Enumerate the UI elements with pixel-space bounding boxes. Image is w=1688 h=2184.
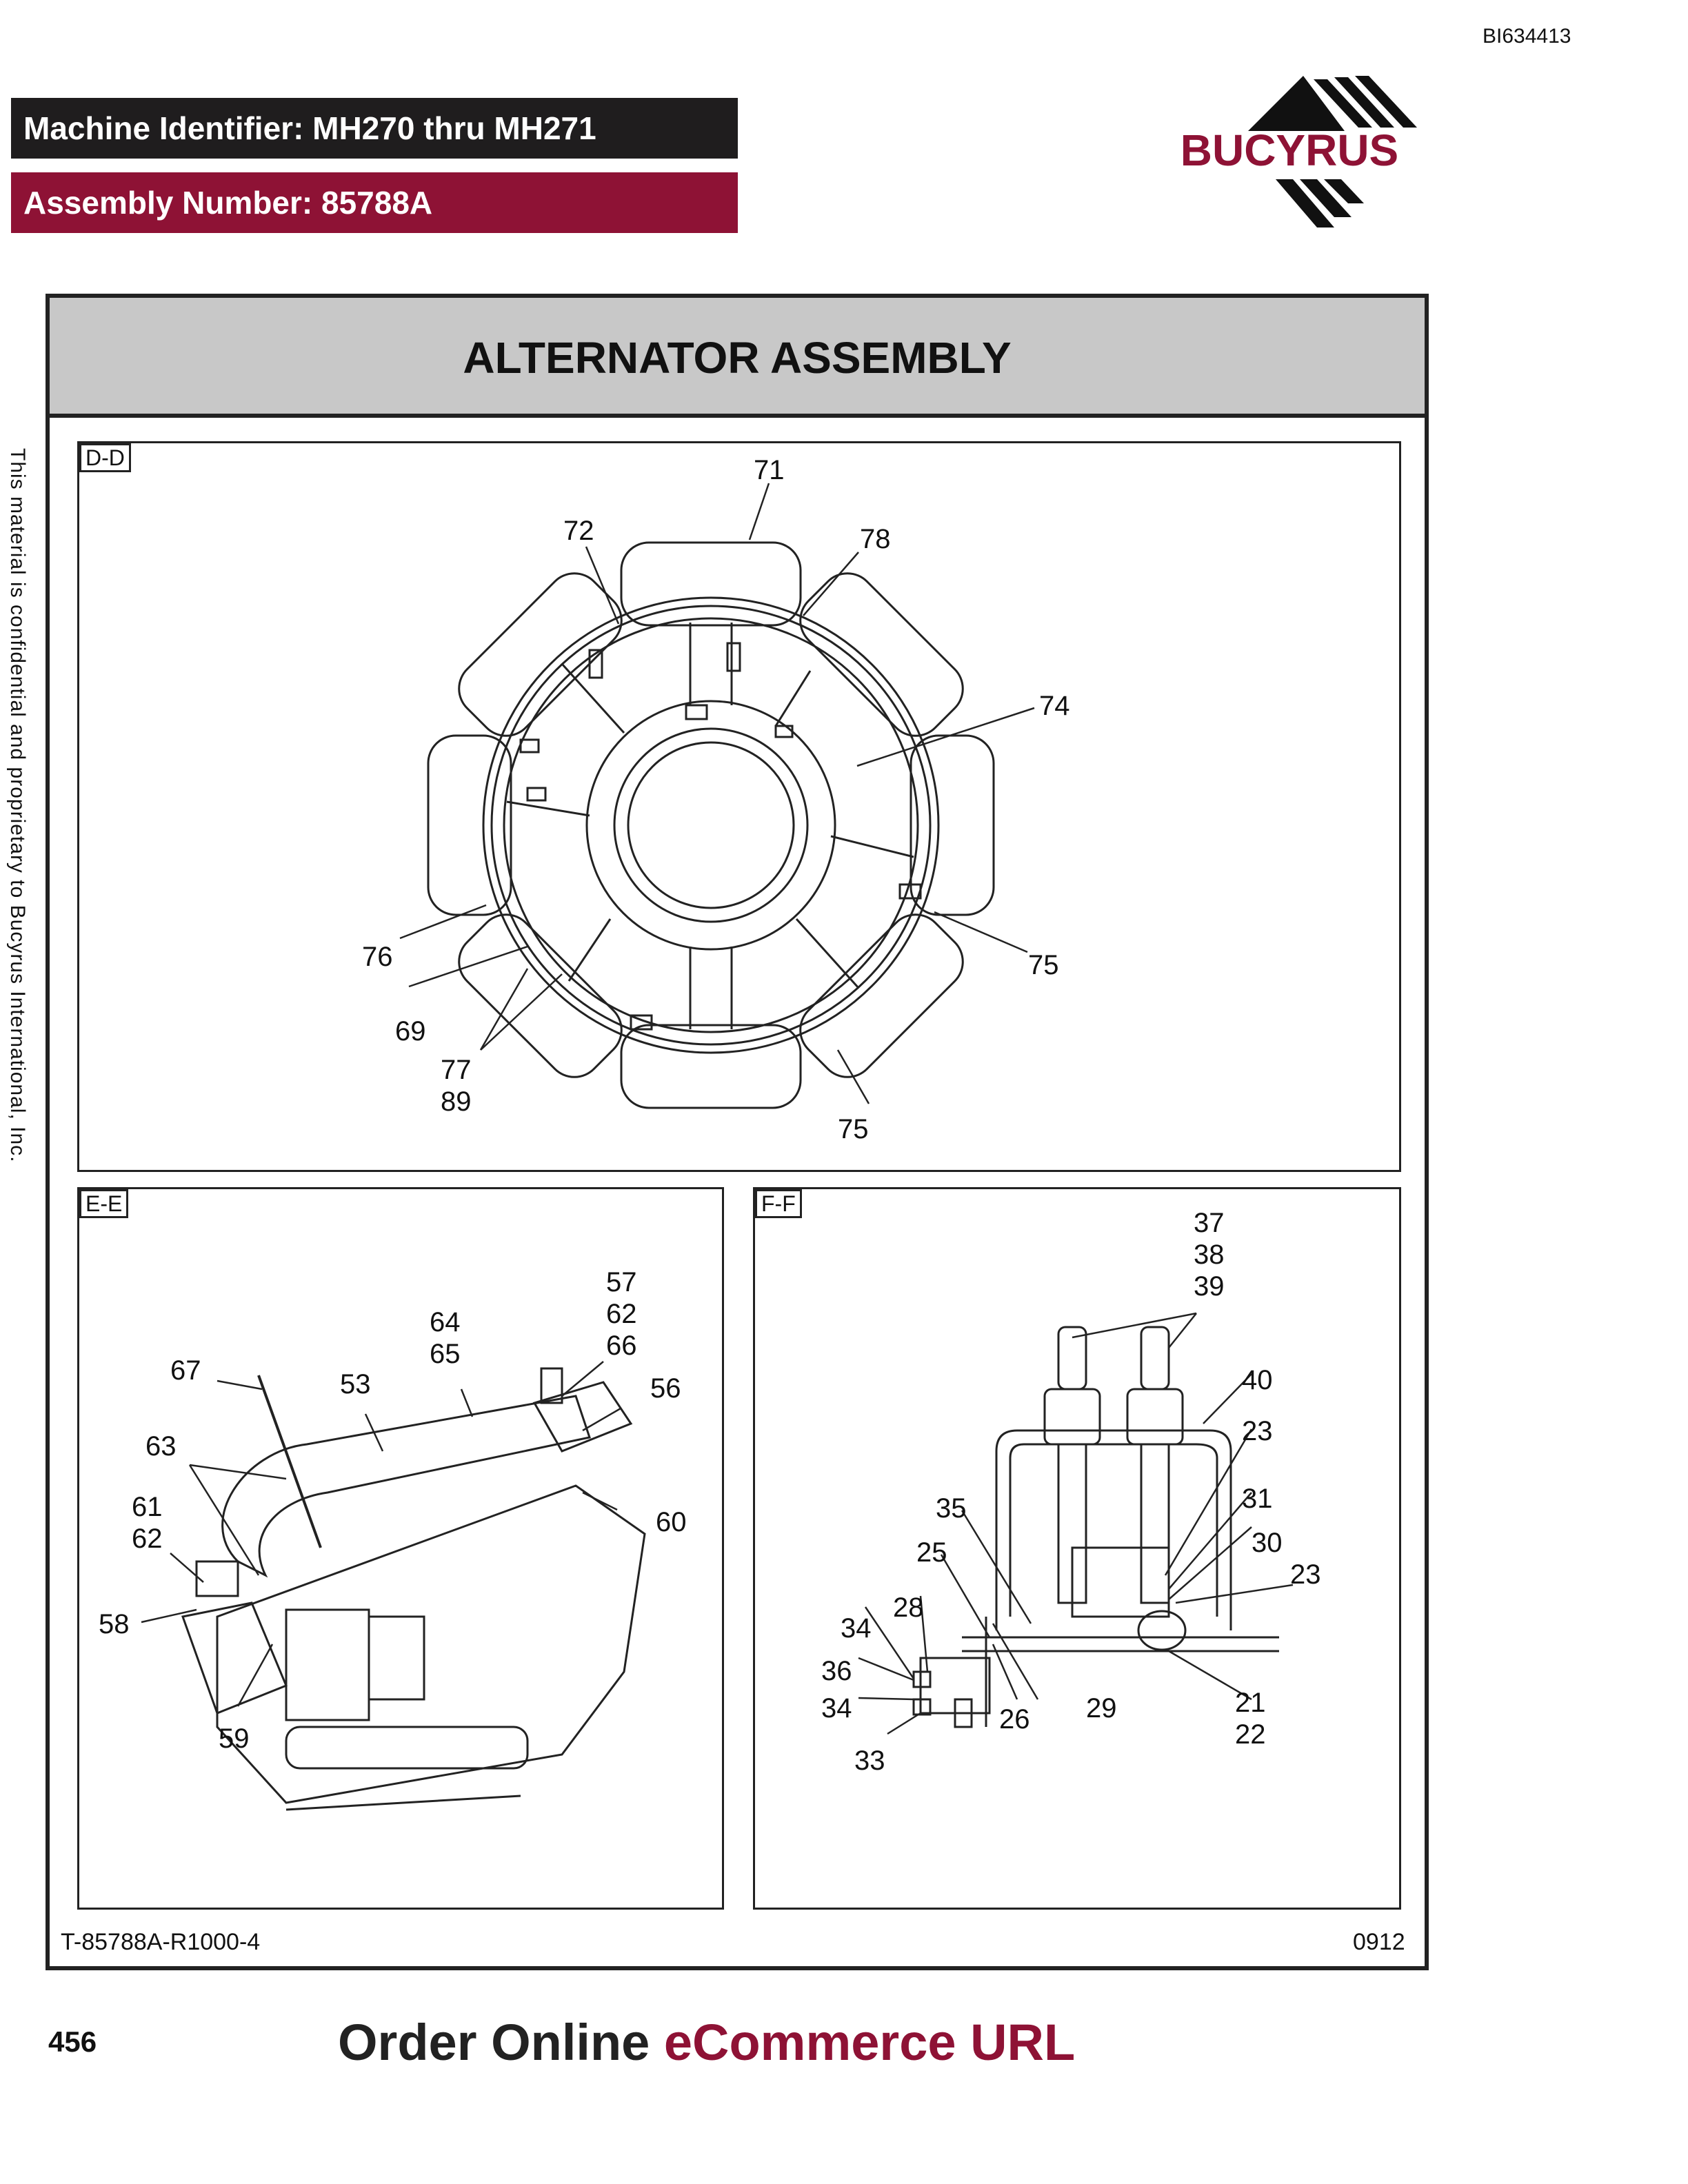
view-ee-panel: E-E 57 [77,1187,724,1910]
callout-74: 74 [1039,691,1070,721]
callout-leaders-ff [858,1312,1294,1735]
callout-57: 57 [606,1267,637,1297]
cable-right [1140,1326,1170,1391]
terminal-block [532,1381,633,1453]
page-number: 456 [48,2025,97,2058]
cable-bracket [995,1429,1232,1630]
callout-61: 61 [132,1492,163,1522]
callout-66: 66 [606,1331,637,1361]
stator-pole-shoes [427,541,995,1109]
callout-53: 53 [340,1369,371,1399]
callout-64: 64 [430,1307,461,1337]
callout-76: 76 [362,942,393,972]
callout-62-left: 62 [132,1524,163,1554]
callout-36: 36 [821,1656,852,1686]
callout-21: 21 [1235,1688,1266,1718]
machine-identifier-bar: Machine Identifier: MH270 thru MH271 [11,98,738,159]
stator-outer-ring [482,596,940,1054]
ecommerce-link[interactable]: eCommerce URL [663,2014,1076,2071]
alternator-cable-view: 37 38 39 40 23 35 31 25 30 23 28 34 36 3… [821,1208,1321,1776]
callout-26: 26 [999,1704,1030,1735]
callout-37: 37 [1194,1208,1225,1238]
view-ee-tag: E-E [79,1189,129,1218]
view-ff-panel: F-F [753,1187,1401,1910]
logo-peak-icon [1248,76,1345,131]
callout-89: 89 [441,1086,472,1117]
callout-23-right: 23 [1290,1559,1321,1590]
terminal-stud [540,1367,563,1404]
date-code: 0912 [1353,1929,1405,1955]
callout-72: 72 [563,516,594,546]
assembly-number-bar: Assembly Number: 85788A [11,172,738,233]
callout-65: 65 [430,1339,461,1369]
order-online-label: Order Online [338,2014,664,2071]
callout-60: 60 [656,1507,687,1537]
callout-78: 78 [860,524,891,554]
callout-28: 28 [893,1593,924,1623]
order-online-banner: Order Online eCommerce URL [338,2013,1075,2072]
conductor-bar [221,1395,591,1578]
callout-63: 63 [145,1431,177,1462]
alternator-body [216,1484,646,1804]
shaft-bore [627,741,795,909]
callout-25: 25 [916,1537,947,1568]
callout-leaders-ee [141,1361,621,1707]
callout-62-top: 62 [606,1299,637,1329]
callout-40: 40 [1242,1365,1273,1395]
callout-67: 67 [170,1355,201,1386]
document-id: BI634413 [1483,25,1571,48]
mounting-bracket [919,1657,991,1715]
callout-34-bottom: 34 [821,1693,852,1723]
callout-75-right: 75 [1028,950,1059,980]
callout-77: 77 [441,1055,472,1085]
callout-33: 33 [854,1746,885,1776]
alternator-end-view: 71 72 78 74 76 75 69 77 89 75 [362,455,1070,1144]
callout-69: 69 [395,1016,426,1046]
callout-23-top: 23 [1242,1416,1273,1446]
callout-leaders-dd [399,483,1035,1104]
drawing-reference: T-85788A-R1000-4 [61,1929,261,1955]
view-ff-tag: F-F [755,1189,802,1218]
alternator-terminal-view: 57 62 66 64 65 67 53 56 63 61 62 60 58 5… [99,1267,687,1811]
callout-22: 22 [1235,1719,1266,1750]
callout-35: 35 [936,1493,967,1524]
callout-34-top: 34 [841,1613,872,1644]
bucyrus-logo: BUCYRUS [1180,76,1417,228]
confidentiality-notice: This material is confidential and propri… [6,448,29,1163]
callout-30: 30 [1252,1528,1283,1558]
drawing-title: ALTERNATOR ASSEMBLY [50,298,1425,418]
callout-75-bottom: 75 [838,1114,869,1144]
callout-31: 31 [1242,1484,1273,1514]
rotor-hub [585,700,836,951]
callout-29: 29 [1086,1693,1117,1723]
drawing-frame [46,294,1429,1970]
callout-71: 71 [754,455,785,485]
terminal-plate [257,1375,322,1548]
logo-text: BUCYRUS [1180,125,1398,175]
callout-58: 58 [99,1609,130,1639]
view-dd-tag: D-D [79,443,131,472]
callout-39: 39 [1194,1271,1225,1302]
callout-56: 56 [650,1373,681,1404]
callout-38: 38 [1194,1240,1225,1270]
view-dd-panel: D-D [77,441,1401,1172]
callout-59: 59 [219,1723,250,1754]
